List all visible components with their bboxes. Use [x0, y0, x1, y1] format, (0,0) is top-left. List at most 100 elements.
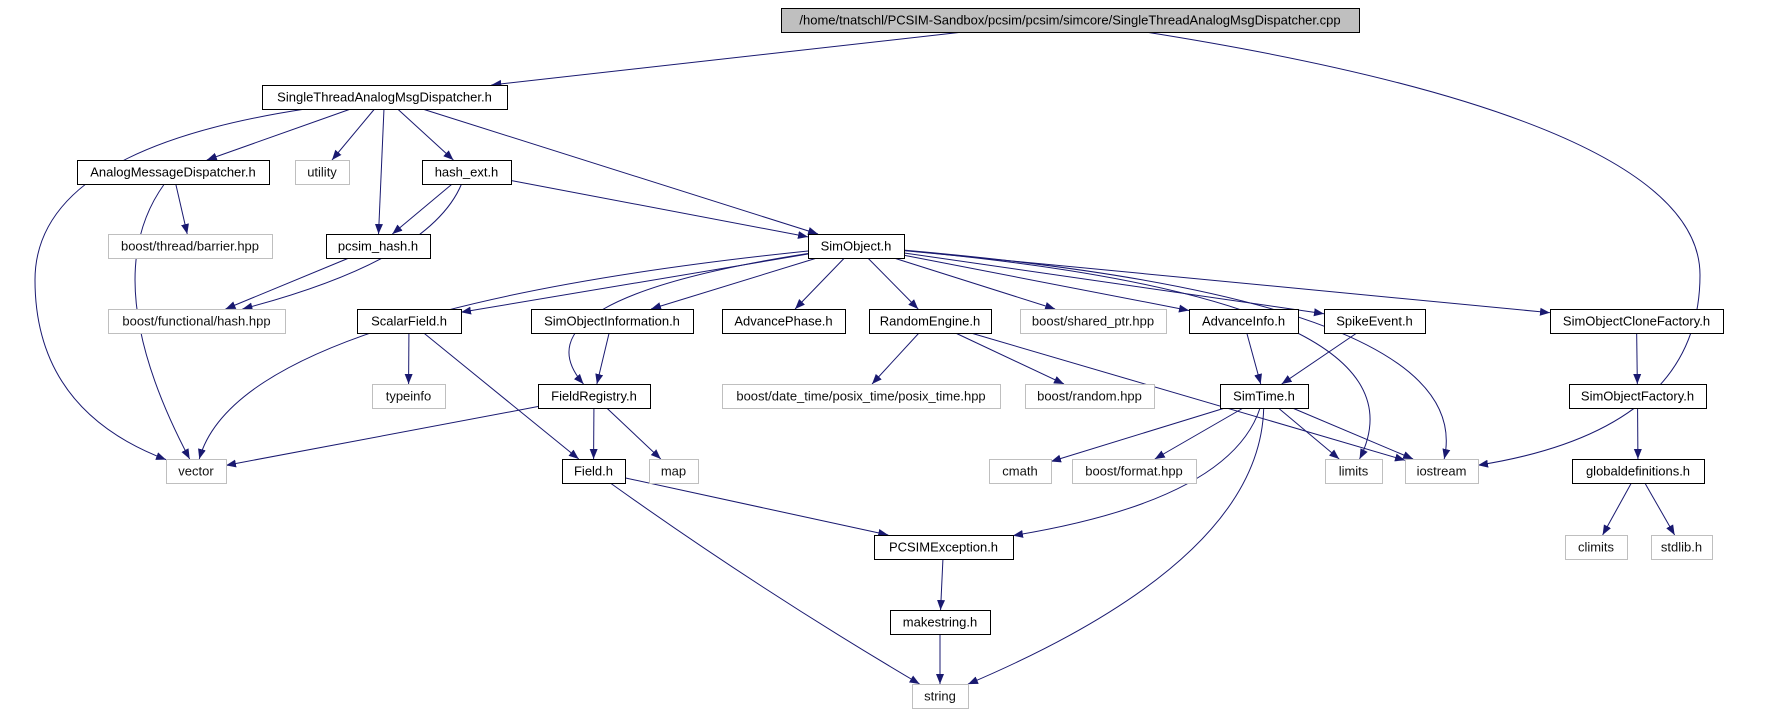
- node-label: vector: [178, 464, 214, 479]
- edge-pcsimexc-to-makestring: [937, 558, 946, 611]
- node-label: makestring.h: [903, 615, 977, 630]
- node-socf[interactable]: SimObjectCloneFactory.h: [1550, 309, 1724, 334]
- node-sof[interactable]: SimObjectFactory.h: [1569, 384, 1707, 409]
- edge-field-to-pcsimexc: [624, 477, 889, 537]
- edge-simtime-to-string: [967, 407, 1265, 685]
- node-box: [1550, 309, 1724, 334]
- node-label: SpikeEvent.h: [1336, 314, 1413, 329]
- node-label: SimTime.h: [1233, 389, 1295, 404]
- edge-simtime-to-cmath: [1050, 407, 1226, 463]
- node-label: SimObject.h: [821, 239, 892, 254]
- node-hashext[interactable]: hash_ext.h: [422, 160, 512, 185]
- edge-root-to-iostream: [1145, 31, 1701, 468]
- node-stamd[interactable]: SingleThreadAnalogMsgDispatcher.h: [262, 85, 508, 110]
- node-random: boost/random.hpp: [1025, 384, 1155, 409]
- node-label: /home/tnatschl/PCSIM-Sandbox/pcsim/pcsim…: [799, 13, 1340, 28]
- node-advinfo[interactable]: AdvanceInfo.h: [1189, 309, 1299, 334]
- edge-soinfo-to-fieldreg: [595, 332, 610, 385]
- node-advphase[interactable]: AdvancePhase.h: [722, 309, 846, 334]
- node-label: FieldRegistry.h: [551, 389, 637, 404]
- edge-simobject-to-advinfo: [903, 254, 1190, 313]
- node-label: limits: [1339, 464, 1369, 479]
- node-box: [538, 384, 651, 409]
- node-label: boost/date_time/posix_time/posix_time.hp…: [736, 389, 985, 404]
- edge-simobject-to-soinfo: [650, 257, 818, 310]
- edge-socf-to-sof: [1633, 332, 1642, 385]
- node-label: boost/shared_ptr.hpp: [1032, 314, 1154, 329]
- node-barrier: boost/thread/barrier.hpp: [108, 234, 273, 259]
- node-pcsimhash[interactable]: pcsim_hash.h: [326, 234, 431, 259]
- node-posixtime: boost/date_time/posix_time/posix_time.hp…: [722, 384, 1001, 409]
- node-box: [1405, 459, 1479, 484]
- node-utility: utility: [295, 160, 350, 185]
- edge-simobject-to-socf: [903, 250, 1551, 316]
- edge-simtime-to-limits: [1277, 407, 1340, 460]
- edge-simobject-to-randeng: [867, 257, 919, 310]
- edges-layer: [34, 31, 1701, 685]
- node-simobject[interactable]: SimObject.h: [808, 234, 905, 259]
- node-label: AdvanceInfo.h: [1202, 314, 1285, 329]
- node-stdlib: stdlib.h: [1651, 535, 1713, 560]
- edge-stamd-to-amd: [206, 108, 351, 161]
- node-box: [869, 309, 992, 334]
- edge-randeng-to-random: [955, 332, 1065, 385]
- edge-simobject-to-spike: [903, 252, 1325, 317]
- node-pcsimexc[interactable]: PCSIMException.h: [874, 535, 1014, 560]
- node-box: [874, 535, 1014, 560]
- edge-simtime-to-iostream: [1292, 407, 1414, 460]
- node-makestring[interactable]: makestring.h: [890, 610, 991, 635]
- node-randeng[interactable]: RandomEngine.h: [869, 309, 992, 334]
- node-climits: climits: [1565, 535, 1628, 560]
- node-globdef[interactable]: globaldefinitions.h: [1572, 459, 1705, 484]
- edge-hashext-to-simobject: [510, 179, 809, 239]
- edge-hashext-to-pcsimhash: [392, 183, 453, 235]
- node-box: [422, 160, 512, 185]
- node-box: [1072, 459, 1197, 484]
- edge-scalarfield-to-field: [423, 332, 580, 460]
- node-box: [722, 384, 1001, 409]
- node-soinfo[interactable]: SimObjectInformation.h: [531, 309, 694, 334]
- node-label: stdlib.h: [1661, 540, 1702, 555]
- node-cmath: cmath: [989, 459, 1052, 484]
- node-scalarfield[interactable]: ScalarField.h: [357, 309, 462, 334]
- node-box: [1025, 384, 1155, 409]
- node-fieldreg[interactable]: FieldRegistry.h: [538, 384, 651, 409]
- edge-stamd-to-hashext: [397, 108, 454, 161]
- node-box: [912, 684, 969, 709]
- node-field[interactable]: Field.h: [562, 459, 626, 484]
- node-label: Field.h: [574, 464, 613, 479]
- node-format: boost/format.hpp: [1072, 459, 1197, 484]
- node-box: [722, 309, 846, 334]
- edge-root-to-stamd: [491, 31, 964, 88]
- node-label: AdvancePhase.h: [734, 314, 832, 329]
- node-label: climits: [1578, 540, 1615, 555]
- node-label: PCSIMException.h: [889, 540, 998, 555]
- node-box: [77, 160, 270, 185]
- node-label: SingleThreadAnalogMsgDispatcher.h: [277, 90, 492, 105]
- node-box: [262, 85, 508, 110]
- edge-simtime-to-format: [1154, 407, 1244, 460]
- node-amd[interactable]: AnalogMessageDispatcher.h: [77, 160, 270, 185]
- edge-simobject-to-advphase: [794, 257, 845, 310]
- node-box: [1565, 535, 1628, 560]
- edge-randeng-to-iostream: [970, 332, 1406, 462]
- edge-stamd-to-vector: [34, 108, 306, 461]
- node-box: [562, 459, 626, 484]
- node-box: [1572, 459, 1705, 484]
- node-label: boost/thread/barrier.hpp: [121, 239, 259, 254]
- node-root: /home/tnatschl/PCSIM-Sandbox/pcsim/pcsim…: [781, 8, 1360, 33]
- edge-simtime-to-pcsimexc: [1012, 407, 1261, 538]
- node-box: [372, 384, 446, 409]
- edge-randeng-to-posixtime: [871, 332, 920, 385]
- edge-stamd-to-utility: [331, 108, 375, 161]
- edge-globdef-to-stdlib: [1644, 482, 1676, 536]
- node-box: [1325, 459, 1383, 484]
- node-box: [1569, 384, 1707, 409]
- node-spike[interactable]: SpikeEvent.h: [1324, 309, 1426, 334]
- edge-advinfo-to-simtime: [1246, 332, 1262, 385]
- edge-fieldreg-to-map: [606, 407, 662, 460]
- node-simtime[interactable]: SimTime.h: [1220, 384, 1309, 409]
- node-box: [326, 234, 431, 259]
- node-map: map: [649, 459, 699, 484]
